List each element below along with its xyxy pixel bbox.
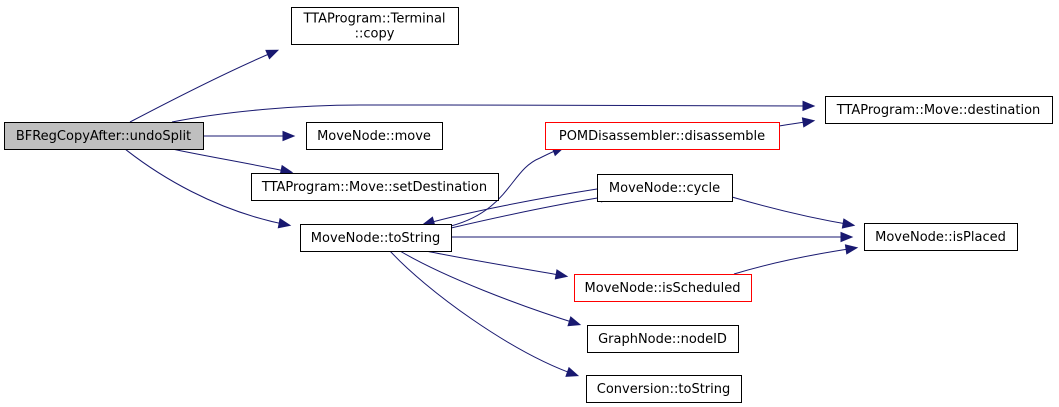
edge-line: [171, 148, 291, 173]
edge-movenode-tostring-to-conversion-tostring: [389, 250, 580, 377]
node-movenode-cycle[interactable]: MoveNode::cycle: [597, 174, 733, 202]
edge-movenode-isscheduled-to-movenode-isplaced: [733, 244, 859, 275]
node-box[interactable]: [291, 7, 459, 45]
node-box[interactable]: [545, 122, 780, 150]
node-label: Conversion::toString: [597, 382, 731, 397]
arrow-head: [802, 100, 816, 112]
edge-line: [129, 50, 277, 123]
edge-line: [424, 188, 598, 225]
edge-line: [731, 196, 853, 226]
node-terminal-copy[interactable]: TTAProgram::Terminal::copy: [291, 7, 459, 45]
edge-movenode-tostring-to-movenode-isscheduled: [425, 250, 569, 280]
node-conversion-tostring[interactable]: Conversion::toString: [586, 375, 742, 403]
node-label: ::copy: [355, 27, 395, 42]
node-undosplit[interactable]: BFRegCopyAfter::undoSplit: [4, 122, 204, 150]
node-box[interactable]: [587, 325, 739, 353]
node-movenode-isplaced[interactable]: MoveNode::isPlaced: [864, 223, 1018, 251]
arrow-head: [840, 231, 854, 243]
node-label: BFRegCopyAfter::undoSplit: [16, 129, 191, 144]
nodes-layer: BFRegCopyAfter::undoSplit TTAProgram::Ter…: [4, 7, 1053, 403]
arrow-head: [277, 218, 292, 229]
node-label: GraphNode::nodeID: [598, 332, 727, 347]
node-label: TTAProgram::Terminal: [302, 12, 445, 27]
node-box[interactable]: [251, 173, 499, 201]
edge-movenode-tostring-to-movenode-isplaced: [451, 231, 854, 243]
node-movenode-isscheduled[interactable]: MoveNode::isScheduled: [574, 274, 752, 302]
edge-undosplit-to-move-destination: [171, 100, 816, 123]
node-label: TTAProgram::Move::destination: [836, 103, 1041, 118]
node-label: MoveNode::move: [317, 129, 431, 144]
node-movenode-tostring[interactable]: MoveNode::toString: [300, 224, 452, 252]
edge-pom-disassemble-to-move-destination: [778, 117, 816, 128]
edge-undosplit-to-move-setdestination: [171, 148, 294, 176]
node-label: MoveNode::isPlaced: [875, 230, 1006, 245]
node-label: MoveNode::cycle: [609, 181, 720, 196]
node-box[interactable]: [597, 174, 733, 202]
arrow-head: [265, 49, 280, 60]
node-box[interactable]: [300, 224, 452, 252]
arrow-head: [554, 269, 569, 280]
node-box[interactable]: [4, 122, 204, 150]
edge-movenode-tostring-to-graphnode-nodeid: [399, 250, 582, 327]
node-box[interactable]: [586, 375, 742, 403]
arrow-head: [567, 316, 582, 327]
node-box[interactable]: [574, 274, 752, 302]
edge-line: [124, 148, 289, 226]
edge-line: [171, 104, 813, 123]
node-move-setdestination[interactable]: TTAProgram::Move::setDestination: [251, 173, 499, 201]
node-label: TTAProgram::Move::setDestination: [261, 180, 487, 195]
node-pom-disassemble[interactable]: POMDisassembler::disassemble: [545, 122, 780, 150]
edges-layer: [124, 49, 859, 377]
arrow-head: [801, 117, 816, 128]
node-box[interactable]: [864, 223, 1018, 251]
node-label: MoveNode::toString: [311, 231, 440, 246]
arrow-head: [282, 130, 296, 142]
edge-undosplit-to-movenode-move: [203, 130, 296, 142]
node-move-destination[interactable]: TTAProgram::Move::destination: [825, 96, 1053, 124]
arrow-head: [841, 218, 856, 229]
node-graphnode-nodeid[interactable]: GraphNode::nodeID: [587, 325, 739, 353]
edge-line: [450, 195, 611, 229]
edge-line: [389, 250, 577, 376]
node-movenode-move[interactable]: MoveNode::move: [306, 122, 443, 150]
edge-undosplit-to-terminal-copy: [129, 49, 280, 123]
edge-line: [399, 250, 579, 325]
node-label: MoveNode::isScheduled: [585, 281, 741, 296]
edge-line: [733, 247, 856, 275]
node-box[interactable]: [306, 122, 443, 150]
edge-movenode-cycle-to-movenode-isplaced: [731, 196, 856, 229]
node-box[interactable]: [825, 96, 1053, 124]
edge-line: [425, 250, 566, 277]
node-label: POMDisassembler::disassemble: [559, 129, 765, 144]
edge-undosplit-to-movenode-tostring: [124, 148, 292, 229]
arrow-head: [565, 366, 580, 377]
arrow-head: [844, 244, 859, 255]
